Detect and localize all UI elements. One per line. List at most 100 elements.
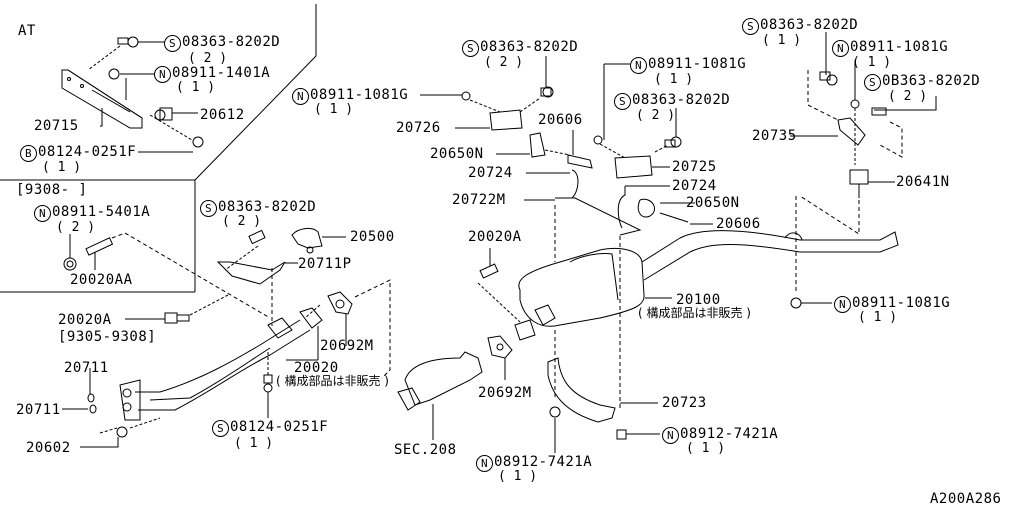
- n-symbol-icon: N: [832, 40, 849, 57]
- front-pipe-shape: [120, 308, 322, 420]
- label-center-pipe-left: 20606: [538, 112, 583, 128]
- label-front-nut: 20602: [26, 440, 71, 456]
- s-symbol-icon: S: [200, 200, 217, 217]
- n-symbol-icon: N: [476, 455, 493, 472]
- catalyst-shape: [398, 352, 482, 440]
- qty-center-bolt-mid: ( 2 ): [636, 108, 676, 123]
- center-bracket-left-shape: [420, 56, 553, 130]
- inset-9308-title: [9308- ]: [16, 182, 88, 198]
- qty-center-nut-left: ( 1 ): [314, 102, 354, 117]
- diagram-code: A200A286: [930, 491, 1002, 507]
- label-stud-20020a: 20020A: [58, 312, 112, 328]
- center-hook-mid-shape: [618, 186, 713, 228]
- label-center-bracket-mid: 20725: [672, 159, 717, 175]
- label-heat-shield: 20500: [350, 229, 395, 245]
- inset-border-9308: [0, 180, 195, 292]
- qty-center-nut-lower-left: ( 1 ): [498, 469, 538, 484]
- stud-20020a-shape: [125, 295, 228, 323]
- at-clamp-shape: [138, 108, 203, 152]
- qty-rear-bolt-top: ( 1 ): [762, 33, 802, 48]
- label-center-insulator-left: 20650N: [430, 146, 484, 162]
- qty-front-bolt-bracket: ( 2 ): [222, 214, 262, 229]
- n-symbol-icon: N: [292, 88, 309, 105]
- label-center-insulator-mid: 20650N: [686, 195, 740, 211]
- label-center-bracket-lower: 20723: [662, 395, 707, 411]
- s-symbol-icon: S: [742, 18, 759, 35]
- at-leader-20715: [100, 108, 102, 126]
- label-front-bracket: 20711P: [298, 256, 352, 272]
- qty-center-bolt-left: ( 2 ): [484, 55, 524, 70]
- inset-at-title: AT: [18, 23, 36, 39]
- s-symbol-icon: S: [212, 420, 229, 437]
- label-stud-range: [9305-9308]: [58, 329, 157, 345]
- qty-9308-nut: ( 2 ): [56, 220, 96, 235]
- label-center-hook-left: 20724: [468, 165, 513, 181]
- label-center-hook-mid: 20724: [672, 178, 717, 194]
- s-symbol-icon: S: [614, 93, 631, 110]
- qty-at-bolt-top: ( 2 ): [188, 51, 228, 66]
- heat-shield-shape: [292, 228, 346, 253]
- at-nut-shape: [109, 69, 155, 100]
- note-muffler: ( 構成部品は非販売 ): [638, 306, 751, 320]
- label-at-clamp: 20612: [200, 107, 245, 123]
- qty-front-bolt-bottom: ( 1 ): [234, 436, 274, 451]
- at-bracket-shape: [62, 70, 142, 128]
- qty-rear-nut-tail: ( 1 ): [858, 310, 898, 325]
- s-symbol-icon: S: [864, 74, 881, 91]
- label-catalyst-section: SEC.208: [394, 442, 457, 458]
- label-rear-bracket: 20735: [752, 128, 797, 144]
- gasket-center-shape: [488, 336, 512, 380]
- muffler-shape: [515, 231, 898, 340]
- stud-center-shape: [478, 248, 520, 322]
- label-9308-stud: 20020AA: [70, 272, 133, 288]
- s-symbol-icon: S: [164, 35, 181, 52]
- n-symbol-icon: N: [834, 296, 851, 313]
- n-symbol-icon: N: [662, 427, 679, 444]
- note-front-pipe: ( 構成部品は非販売 ): [276, 374, 389, 388]
- qty-at-bolt-bottom: ( 1 ): [42, 160, 82, 175]
- label-muffler: 20100: [676, 292, 721, 308]
- label-center-stud: 20020A: [468, 229, 522, 245]
- center-insulator-left-shape: [496, 130, 592, 168]
- qty-center-nut-mid: ( 1 ): [654, 72, 694, 87]
- qty-rear-bolt-side: ( 2 ): [888, 89, 928, 104]
- front-bracket-shape: [218, 230, 298, 326]
- n-symbol-icon: N: [630, 57, 647, 74]
- qty-center-nut-lower-right: ( 1 ): [686, 441, 726, 456]
- n-symbol-icon: N: [34, 205, 51, 222]
- gasket-front-shape: [305, 280, 390, 378]
- dash-leaders-center: [555, 196, 796, 408]
- at-bolt-top-shape: [88, 37, 165, 70]
- label-center-clamp: 20722M: [452, 192, 506, 208]
- front-misc-shapes: [62, 352, 272, 447]
- n-symbol-icon: N: [154, 66, 171, 83]
- rear-hanger-shape: [800, 170, 895, 234]
- center-hook-left-shape: [524, 170, 640, 235]
- rear-bracket-shape: [790, 32, 936, 165]
- qty-rear-nut-top: ( 1 ): [852, 55, 892, 70]
- label-rear-hanger: 20641N: [896, 174, 950, 190]
- rear-nut-shape: [785, 233, 832, 308]
- center-bracket-mid-shape: [594, 64, 681, 178]
- label-at-bracket: 20715: [34, 118, 79, 134]
- label-front-gasket: 20692M: [320, 338, 374, 354]
- label-center-gasket: 20692M: [478, 385, 532, 401]
- inset-border-at: [195, 4, 316, 180]
